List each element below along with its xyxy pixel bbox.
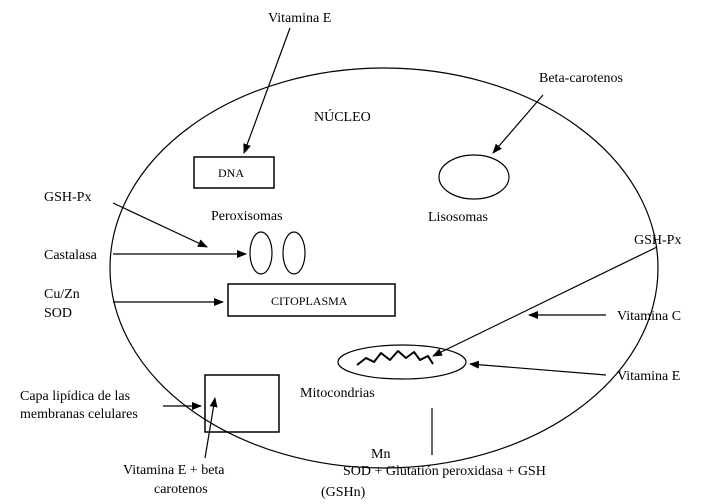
- label-lisosomas: Lisosomas: [428, 210, 488, 225]
- label-cu-zn: Cu/Zn: [44, 287, 80, 302]
- label-gsh-px-right: GSH-Px: [634, 233, 681, 248]
- dna-box: [193, 156, 275, 189]
- arrow-vitamina-e-to-mitocondria: [469, 360, 607, 376]
- label-mitocondrias: Mitocondrias: [300, 386, 375, 401]
- label-peroxisomas: Peroxisomas: [211, 209, 283, 224]
- label-castalasa: Castalasa: [44, 248, 98, 263]
- lisosoma-shape: [438, 154, 510, 200]
- arrow-gsh-px-to-peroxisomas: [112, 202, 208, 248]
- capa-lipidica-box: [204, 374, 280, 433]
- label-capa-lipidica-1: Capa lipídica de las: [20, 389, 130, 404]
- label-gsh-px-left: GSH-Px: [44, 190, 91, 205]
- label-sod-left: SOD: [44, 306, 72, 321]
- arrow-vitamina-e-beta-to-box: [204, 397, 218, 459]
- mitocondria-shape: [337, 344, 467, 380]
- label-dna: DNA: [218, 166, 244, 180]
- label-gshn: (GSHn): [321, 485, 366, 500]
- arrow-vitamina-e-to-dna: [243, 27, 291, 154]
- mitocondria-crista: [356, 350, 434, 366]
- peroxisoma-shape-2: [282, 231, 306, 275]
- label-sod-glutation: SOD + Glutatión peroxidasa + GSH: [343, 464, 546, 479]
- citoplasma-box: [227, 283, 396, 317]
- cell-membrane: [109, 67, 659, 469]
- label-citoplasma: CITOPLASMA: [271, 294, 348, 308]
- peroxisoma-shape-1: [249, 231, 273, 275]
- label-beta-carotenos: Beta-carotenos: [539, 71, 623, 86]
- arrow-beta-carotenos-to-lisosomas: [492, 94, 544, 154]
- label-vitamina-e-right: Vitamina E: [617, 369, 680, 384]
- label-nucleo: NÚCLEO: [314, 108, 371, 125]
- label-vitamina-e-beta-1: Vitamina E + beta: [123, 463, 225, 478]
- label-vitamina-c: Vitamina C: [617, 309, 681, 324]
- label-vitamina-e-beta-2: carotenos: [154, 482, 208, 497]
- arrow-gsh-px-to-mitocondria: [432, 246, 658, 357]
- label-mn: Mn: [371, 447, 390, 462]
- label-capa-lipidica-2: membranas celulares: [20, 407, 138, 422]
- label-vitamina-e-top: Vitamina E: [268, 11, 331, 26]
